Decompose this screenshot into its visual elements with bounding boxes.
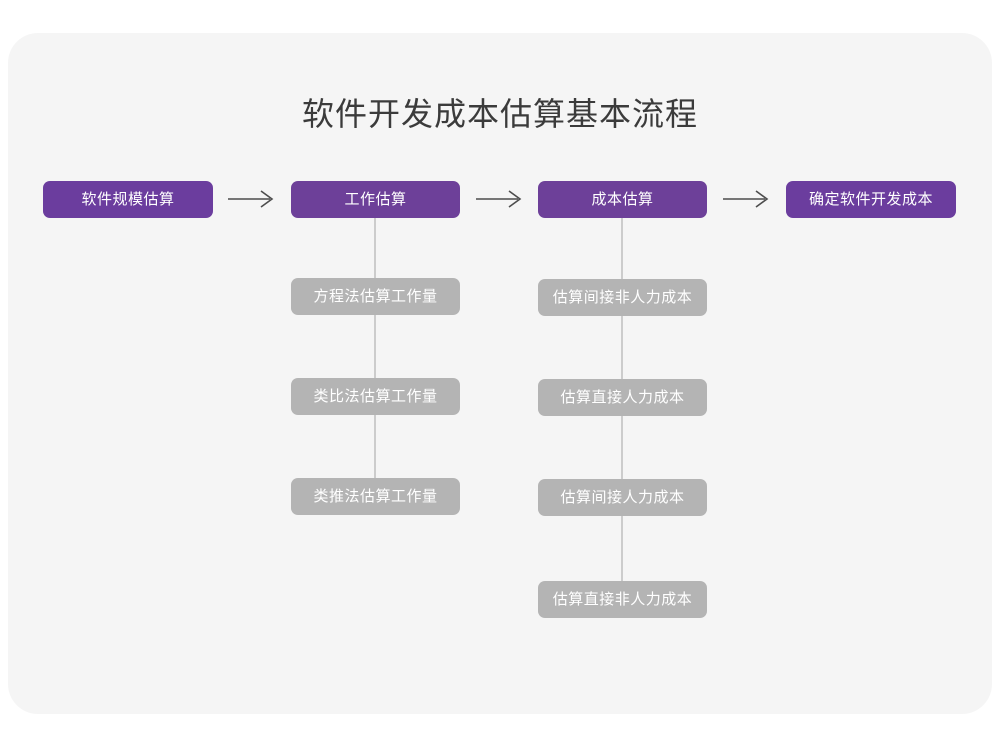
flow-node-cost-estimation[interactable]: 成本估算 bbox=[538, 181, 707, 218]
connector-line-column-2 bbox=[374, 218, 376, 515]
arrow-right-icon-2 bbox=[472, 184, 528, 214]
substep-node-inference-method-workload[interactable]: 类推法估算工作量 bbox=[291, 478, 460, 515]
connector-line-column-3 bbox=[621, 218, 623, 618]
arrow-right-icon-1 bbox=[224, 184, 280, 214]
substep-node-analogy-method-workload[interactable]: 类比法估算工作量 bbox=[291, 378, 460, 415]
flow-node-software-scale-estimation[interactable]: 软件规模估算 bbox=[43, 181, 213, 218]
substep-node-equation-method-workload[interactable]: 方程法估算工作量 bbox=[291, 278, 460, 315]
substep-node-direct-nonlabor-cost[interactable]: 估算直接非人力成本 bbox=[538, 581, 707, 618]
page-title: 软件开发成本估算基本流程 bbox=[301, 96, 698, 132]
flow-node-work-estimation[interactable]: 工作估算 bbox=[291, 181, 460, 218]
flow-node-determine-development-cost[interactable]: 确定软件开发成本 bbox=[786, 181, 956, 218]
substep-node-direct-labor-cost[interactable]: 估算直接人力成本 bbox=[538, 379, 707, 416]
substep-node-indirect-nonlabor-cost[interactable]: 估算间接非人力成本 bbox=[538, 279, 707, 316]
diagram-card-background bbox=[8, 33, 992, 714]
substep-node-indirect-labor-cost[interactable]: 估算间接人力成本 bbox=[538, 479, 707, 516]
arrow-right-icon-3 bbox=[719, 184, 775, 214]
